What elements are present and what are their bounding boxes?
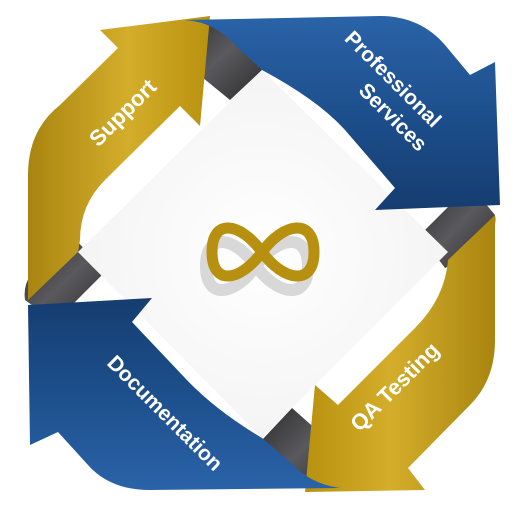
arrow-professional-services: Professional Services <box>185 16 500 210</box>
infinity-icon <box>199 222 320 296</box>
